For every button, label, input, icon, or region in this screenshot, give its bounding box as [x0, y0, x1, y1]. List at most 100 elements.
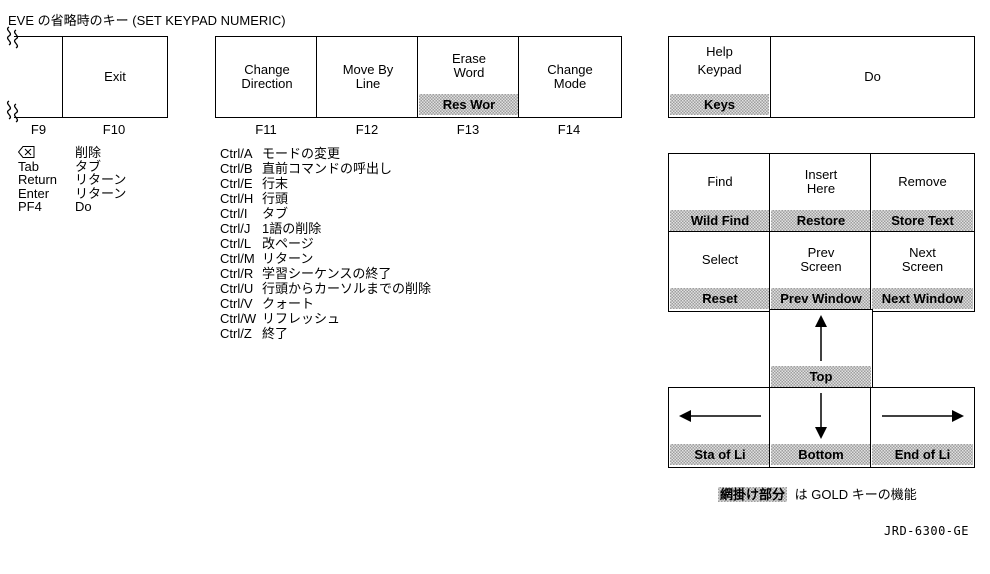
key-select: Select Reset — [668, 231, 772, 312]
key-desc: Do — [75, 199, 92, 214]
right-arrow-icon — [881, 410, 964, 422]
ctrl-key-row: Ctrl/E 行末 — [220, 176, 431, 191]
ctrl-key-desc: 直前コマンドの呼出し — [262, 161, 393, 176]
exit-key: Exit — [62, 36, 168, 118]
ctrl-key: Ctrl/H — [220, 191, 254, 206]
key-label: Change — [547, 62, 593, 77]
key-name: PF4 — [18, 199, 42, 214]
ctrl-key-row: Ctrl/L 改ページ — [220, 236, 431, 251]
ctrl-key: Ctrl/L — [220, 236, 252, 251]
ctrl-key-desc: 改ページ — [262, 236, 314, 251]
gold-function-label: Store Text — [872, 210, 973, 231]
key-label: Insert — [804, 167, 838, 182]
key-label: Do — [864, 69, 881, 84]
key-desc: 削除 — [75, 145, 102, 160]
ctrl-key-desc: モードの変更 — [262, 146, 341, 161]
gold-function-label: Top — [771, 366, 871, 387]
key-label: Find — [707, 174, 733, 189]
key-right-arrow: End of Li — [870, 387, 975, 468]
ctrl-key-desc: 1語の削除 — [262, 221, 322, 236]
gold-function-label: Sta of Li — [670, 444, 770, 465]
ctrl-key-row: Ctrl/U 行頭からカーソルまでの削除 — [220, 281, 431, 296]
key-label: Line — [355, 76, 381, 91]
fkey-move-by-line: Move By Line — [316, 36, 420, 118]
fkey-change-direction: Change Direction — [215, 36, 319, 118]
ctrl-key-desc: 学習シーケンスの終了 — [262, 266, 392, 281]
key-name: Return — [18, 172, 58, 187]
key-desc: タブ — [75, 158, 102, 174]
help-do-keypad-row: Help Keypad Keys Do — [668, 36, 975, 118]
fkey-label-f13: F13 — [456, 122, 480, 137]
ctrl-key-desc: タブ — [262, 206, 289, 221]
key-list-row: Tab タブ — [18, 158, 126, 174]
fkey-label-f12: F12 — [355, 122, 379, 137]
ctrl-key: Ctrl/V — [220, 296, 253, 311]
legend-text: は GOLD キーの機能 — [794, 487, 917, 502]
ctrl-key-desc: 行頭 — [262, 191, 289, 206]
ctrl-key: Ctrl/A — [220, 146, 253, 161]
key-remove: Remove Store Text — [870, 153, 975, 234]
ctrl-key-desc: 行頭からカーソルまでの削除 — [262, 281, 432, 296]
key-insert-here: Insert Here Restore — [769, 153, 873, 234]
key-down-arrow: Bottom — [769, 387, 873, 468]
ctrl-key-desc: リターン — [262, 251, 314, 266]
key-name: Enter — [18, 185, 50, 201]
key-left-arrow: Sta of Li — [668, 387, 772, 468]
gold-function-label: Prev Window — [771, 288, 871, 309]
left-arrow-icon — [679, 410, 761, 422]
do-key: Do — [771, 37, 974, 117]
fkey-label-f11: F11 — [255, 122, 277, 137]
key-label: Prev — [807, 245, 835, 260]
gold-function-label: Keys — [670, 94, 769, 115]
torn-edge-top-icon — [6, 26, 19, 49]
ctrl-key-desc: 行末 — [262, 176, 289, 191]
key-label: Move By — [342, 62, 394, 77]
fkey-label-f9: F9 — [30, 122, 47, 137]
ctrl-key: Ctrl/Z — [220, 326, 252, 341]
ctrl-key-desc: クォート — [262, 296, 315, 311]
key-desc: リターン — [75, 185, 127, 201]
key-list: 削除 Tab タブ Return リターン Enter リターン PF4 Do — [18, 146, 126, 214]
key-label: Screen — [901, 259, 944, 274]
gold-function-label: Restore — [771, 210, 871, 231]
ctrl-key-row: Ctrl/A モードの変更 — [220, 146, 431, 161]
ctrl-key-row: Ctrl/V クォート — [220, 296, 431, 311]
key-label: Erase — [452, 50, 486, 66]
key-label: Change — [244, 62, 290, 77]
ctrl-key-desc: 終了 — [262, 326, 289, 341]
left-keypad-partial-cell — [14, 36, 63, 118]
key-next-screen: Next Screen Next Window — [870, 231, 975, 312]
key-label: Direction — [241, 76, 293, 91]
key-prev-screen: Prev Screen Prev Window — [769, 231, 873, 312]
key-label: Keypad — [697, 62, 742, 77]
key-label: Mode — [553, 76, 587, 91]
key-label: Help — [706, 44, 733, 59]
gold-function-label: Res Wor — [419, 94, 519, 115]
page-title: EVE の省略時のキー (SET KEYPAD NUMERIC) — [8, 13, 286, 28]
fkey-label-f14: F14 — [557, 122, 581, 137]
key-name: Tab — [18, 158, 39, 174]
ctrl-key-row: Ctrl/H 行頭 — [220, 191, 431, 206]
key-label: Word — [453, 64, 485, 80]
down-arrow-icon — [815, 393, 827, 439]
ctrl-key-row: Ctrl/I タブ — [220, 206, 431, 221]
key-label: Select — [701, 252, 739, 267]
gold-function-label: Reset — [670, 288, 770, 309]
key-label: Here — [806, 181, 836, 196]
key-list-row: 削除 — [18, 146, 126, 160]
key-list-row: Enter リターン — [18, 185, 127, 201]
ctrl-key-row: Ctrl/Z 終了 — [220, 326, 431, 341]
ctrl-key: Ctrl/I — [220, 206, 248, 221]
ctrl-key: Ctrl/E — [220, 176, 253, 191]
key-find: Find Wild Find — [668, 153, 772, 234]
gold-function-label: Bottom — [771, 444, 871, 465]
ctrl-key: Ctrl/U — [220, 281, 254, 296]
erase-left-key-icon — [18, 146, 75, 160]
up-arrow-icon — [815, 315, 827, 361]
gold-function-label: Wild Find — [670, 210, 770, 231]
